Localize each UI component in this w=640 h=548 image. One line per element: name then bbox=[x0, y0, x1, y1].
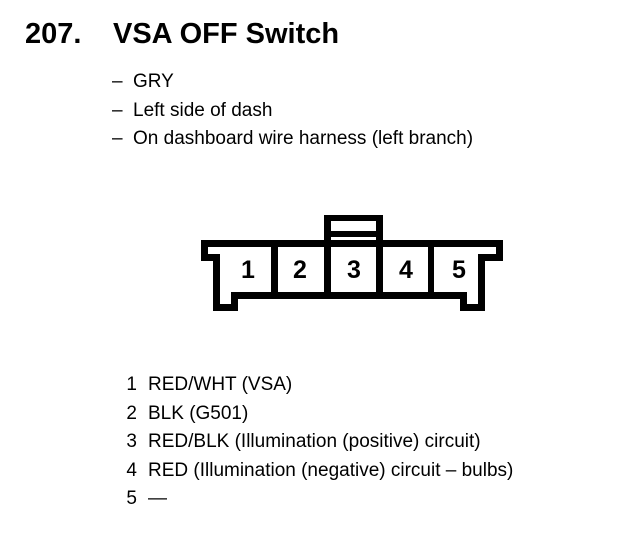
pinout-row: 3 RED/BLK (Illumination (positive) circu… bbox=[100, 428, 513, 457]
connector-cavity-4: 4 bbox=[399, 256, 413, 284]
connector-cavity-1: 1 bbox=[241, 256, 255, 284]
note-text: GRY bbox=[133, 71, 174, 92]
pinout-row: 2 BLK (G501) bbox=[100, 400, 513, 429]
pin-description: RED (Illumination (negative) circuit – b… bbox=[148, 459, 514, 481]
connector-cavity-5: 5 bbox=[452, 256, 466, 284]
note-harness: –On dashboard wire harness (left branch) bbox=[112, 125, 473, 154]
pin-description: RED/BLK (Illumination (positive) circuit… bbox=[148, 431, 481, 452]
notes-list: –GRY –Left side of dash –On dashboard wi… bbox=[112, 68, 473, 154]
note-color: –GRY bbox=[112, 68, 473, 97]
pin-description: RED/WHT (VSA) bbox=[148, 374, 293, 395]
note-text: On dashboard wire harness (left branch) bbox=[133, 128, 474, 149]
section-title-text: VSA OFF Switch bbox=[113, 18, 340, 50]
connector-cavity-3: 3 bbox=[347, 256, 361, 284]
note-text: Left side of dash bbox=[133, 99, 273, 121]
note-location: –Left side of dash bbox=[112, 97, 473, 126]
pinout-row: 4 RED (Illumination (negative) circuit –… bbox=[100, 457, 513, 486]
note-dash: – bbox=[112, 128, 123, 149]
page-title: 207. VSA OFF Switch bbox=[25, 20, 339, 49]
section-number: 207. bbox=[25, 18, 82, 50]
note-dash: – bbox=[112, 99, 123, 121]
pin-number: 3 bbox=[126, 431, 137, 452]
pin-description: — bbox=[148, 488, 167, 509]
connector-cavity-2: 2 bbox=[293, 256, 307, 284]
pin-number: 4 bbox=[126, 459, 137, 481]
pin-description: BLK (G501) bbox=[148, 402, 249, 424]
pin-number: 5 bbox=[126, 488, 137, 509]
note-dash: – bbox=[112, 71, 123, 92]
connector-outline bbox=[201, 215, 503, 311]
pinout-row: 1 RED/WHT (VSA) bbox=[100, 371, 513, 400]
pin-number: 1 bbox=[126, 374, 137, 395]
pin-number: 2 bbox=[126, 402, 137, 424]
pinout-row: 5 — bbox=[100, 485, 513, 514]
pinout-list: 1 RED/WHT (VSA) 2 BLK (G501) 3 RED/BLK (… bbox=[100, 371, 513, 514]
